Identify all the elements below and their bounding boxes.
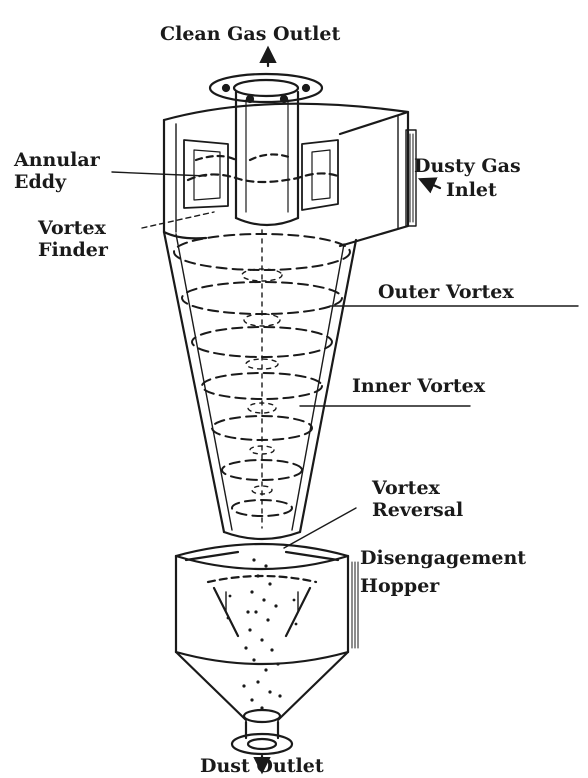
annular-eddy-swirl	[188, 173, 338, 182]
hopper-top	[176, 544, 348, 556]
label-dusty-gas: Dusty Gas	[414, 156, 521, 177]
annular-eddy-leader	[112, 172, 206, 176]
disengagement-cone	[186, 552, 238, 560]
inner-vortex-column	[242, 230, 282, 528]
label-disengagement: Disengagement	[360, 548, 526, 569]
dust-outlet-flange	[232, 734, 292, 754]
label-annular: Annular	[14, 150, 100, 171]
vortex-finder-leader	[142, 212, 214, 228]
label-inner-vortex: Inner Vortex	[352, 376, 485, 397]
label-vortex-reversal-2: Reversal	[372, 500, 463, 521]
label-vortex: Vortex	[38, 218, 106, 239]
label-dust-outlet: Dust Outlet	[200, 756, 324, 777]
label-clean-gas-outlet: Clean Gas Outlet	[160, 24, 340, 45]
label-eddy: Eddy	[14, 172, 66, 193]
inlet-arrow	[422, 180, 440, 188]
cyclone-cone	[164, 232, 224, 532]
label-finder: Finder	[38, 240, 108, 261]
label-vortex-reversal-1: Vortex	[372, 478, 440, 499]
label-inlet: Inlet	[446, 180, 497, 201]
cyclone-body-top	[164, 104, 408, 120]
label-hopper: Hopper	[360, 576, 439, 597]
label-outer-vortex: Outer Vortex	[378, 282, 514, 303]
